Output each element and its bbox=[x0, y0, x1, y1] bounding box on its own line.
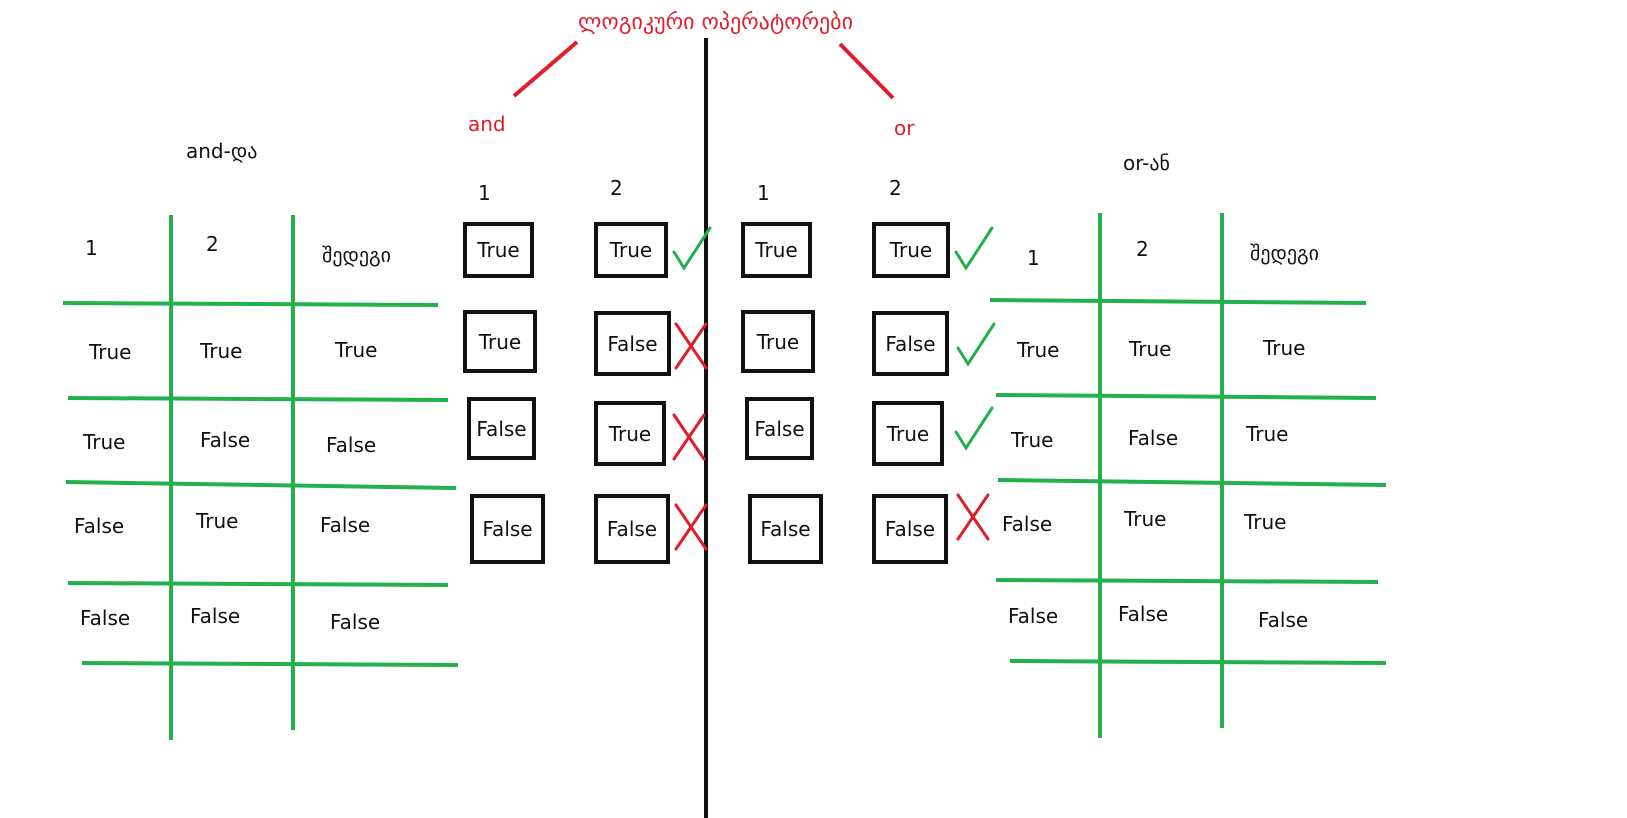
or-pair-box: False bbox=[748, 494, 823, 564]
or-check-icon bbox=[956, 322, 996, 367]
or-pair-box: True bbox=[872, 222, 950, 278]
or-pair-box: True bbox=[741, 222, 812, 278]
or-table-header-2: 2 bbox=[1136, 237, 1149, 261]
and-table-cell: True bbox=[335, 338, 378, 362]
or-marks bbox=[954, 226, 996, 541]
or-table-cell: True bbox=[1129, 337, 1172, 361]
and-label: and bbox=[468, 112, 506, 136]
or-table-grid bbox=[989, 213, 1387, 738]
and-pair-box: False bbox=[594, 311, 671, 376]
or-table-cell: False bbox=[1008, 604, 1059, 628]
and-marks bbox=[672, 226, 712, 551]
and-pair-box: False bbox=[467, 397, 536, 460]
or-check-icon bbox=[954, 406, 994, 451]
and-table-cell: True bbox=[89, 340, 132, 364]
and-table-header-1: 1 bbox=[85, 236, 98, 260]
and-cross-icon bbox=[674, 322, 708, 370]
and-table-grid bbox=[62, 215, 459, 740]
or-cross-icon bbox=[956, 493, 990, 541]
and-pair-header-1: 1 bbox=[478, 181, 491, 205]
and-table-cell: True bbox=[83, 430, 126, 454]
or-table-cell: False bbox=[1002, 512, 1053, 536]
and-cross-icon bbox=[674, 503, 708, 551]
or-table-cell: True bbox=[1263, 336, 1306, 360]
title-connector-left bbox=[512, 40, 579, 98]
or-table-cell: False bbox=[1118, 602, 1169, 626]
or-table-cell: True bbox=[1017, 338, 1060, 362]
and-pair-box: True bbox=[463, 222, 534, 278]
title-connector-right bbox=[838, 42, 895, 100]
or-table-cell: True bbox=[1011, 428, 1054, 452]
or-table-cell: True bbox=[1124, 507, 1167, 531]
and-table-cell: False bbox=[80, 606, 131, 630]
page-title: ლოგიკური ოპერატორები bbox=[578, 10, 853, 35]
or-label: or bbox=[894, 116, 915, 140]
and-table-cell: True bbox=[200, 339, 243, 363]
and-table-header-result: შედეგი bbox=[322, 243, 391, 267]
and-pair-box: True bbox=[594, 401, 666, 466]
or-table-cell: True bbox=[1244, 510, 1287, 534]
and-table-cell: False bbox=[326, 433, 377, 457]
or-table-header-result: შედეგი bbox=[1250, 241, 1319, 265]
or-table-title: or-ან bbox=[1123, 151, 1171, 175]
or-table-cell: True bbox=[1246, 422, 1289, 446]
and-table-title: and-და bbox=[186, 139, 258, 163]
and-pair-header-2: 2 bbox=[610, 176, 623, 200]
or-pair-box: False bbox=[745, 397, 814, 460]
and-table-cell: False bbox=[320, 513, 371, 537]
and-table-header-2: 2 bbox=[206, 232, 219, 256]
and-table-cell: False bbox=[200, 428, 251, 452]
and-pair-box: False bbox=[594, 494, 670, 564]
and-pair-box: False bbox=[470, 494, 545, 564]
and-table-cell: False bbox=[74, 514, 125, 538]
and-cross-icon bbox=[672, 413, 706, 461]
or-pair-box: False bbox=[872, 494, 948, 564]
or-table-cell: False bbox=[1258, 608, 1309, 632]
or-table-cell: False bbox=[1128, 426, 1179, 450]
or-pair-header-2: 2 bbox=[889, 176, 902, 200]
and-table-cell: True bbox=[196, 509, 239, 533]
or-table-header-1: 1 bbox=[1027, 246, 1040, 270]
or-check-icon bbox=[954, 226, 994, 271]
and-table-cell: False bbox=[330, 610, 381, 634]
and-table-cell: False bbox=[190, 604, 241, 628]
or-pair-box: True bbox=[741, 310, 815, 373]
or-pair-box: True bbox=[872, 401, 944, 466]
or-pair-box: False bbox=[872, 311, 949, 376]
or-pair-header-1: 1 bbox=[757, 181, 770, 205]
and-check-icon bbox=[672, 226, 712, 271]
and-pair-box: True bbox=[463, 310, 537, 373]
and-pair-box: True bbox=[594, 222, 668, 278]
